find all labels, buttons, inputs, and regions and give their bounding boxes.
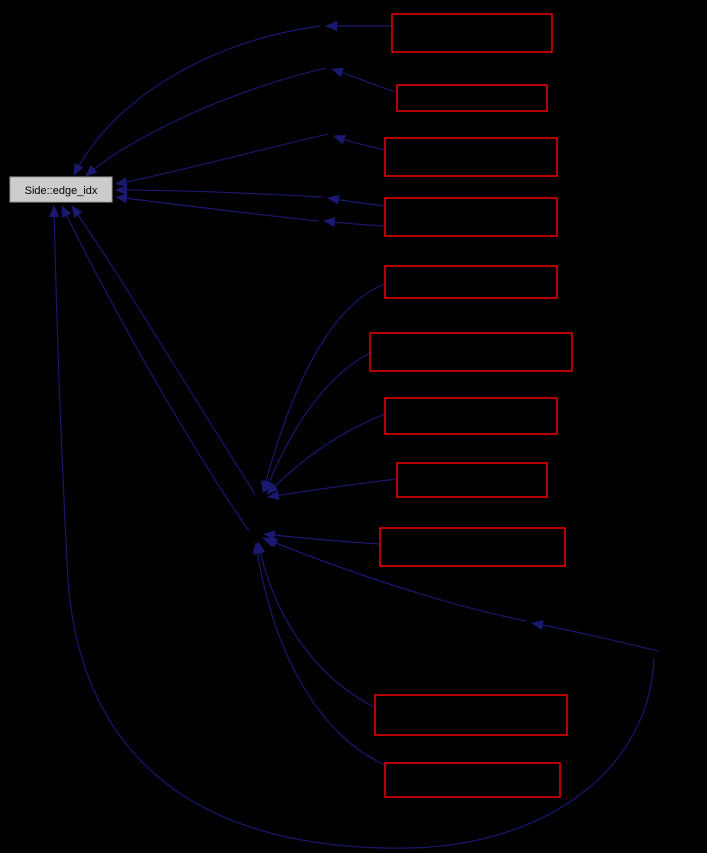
related-node-10[interactable] — [374, 694, 568, 736]
graph-edge — [323, 217, 386, 228]
graph-edge — [252, 542, 389, 767]
graph-edge — [265, 538, 527, 622]
related-node-6[interactable] — [369, 332, 573, 372]
related-node-4[interactable] — [384, 197, 558, 237]
related-node-3[interactable] — [384, 137, 558, 177]
related-node-2[interactable] — [396, 84, 548, 112]
graph-edge — [267, 478, 397, 501]
graph-edge — [61, 205, 250, 532]
graph-edges — [49, 21, 659, 849]
graph-edge — [327, 194, 386, 207]
related-node-5[interactable] — [384, 265, 558, 299]
graph-edge — [115, 193, 319, 222]
related-node-9[interactable] — [379, 527, 566, 567]
graph-edge — [264, 351, 373, 493]
related-nodes — [369, 13, 573, 798]
graph-edge — [333, 134, 386, 151]
related-node-7[interactable] — [384, 397, 558, 435]
graph-edge — [85, 67, 327, 177]
main-node-label: Side::edge_idx — [25, 185, 98, 197]
graph-edge — [266, 413, 386, 495]
related-node-11[interactable] — [384, 762, 561, 798]
graph-edge — [49, 205, 655, 849]
related-node-8[interactable] — [396, 462, 548, 498]
graph-edge — [255, 541, 377, 709]
related-node-1[interactable] — [391, 13, 553, 53]
graph-edge — [115, 185, 323, 198]
graph-edge — [73, 25, 321, 176]
main-node[interactable]: Side::edge_idx — [9, 176, 113, 203]
graph-edge — [531, 620, 659, 652]
graph-edge — [263, 530, 381, 545]
main-node-box[interactable] — [9, 176, 113, 203]
graph-edge — [261, 283, 386, 493]
graph-edge — [115, 133, 329, 187]
graph-edge — [71, 205, 256, 495]
graph-edge — [331, 67, 396, 93]
